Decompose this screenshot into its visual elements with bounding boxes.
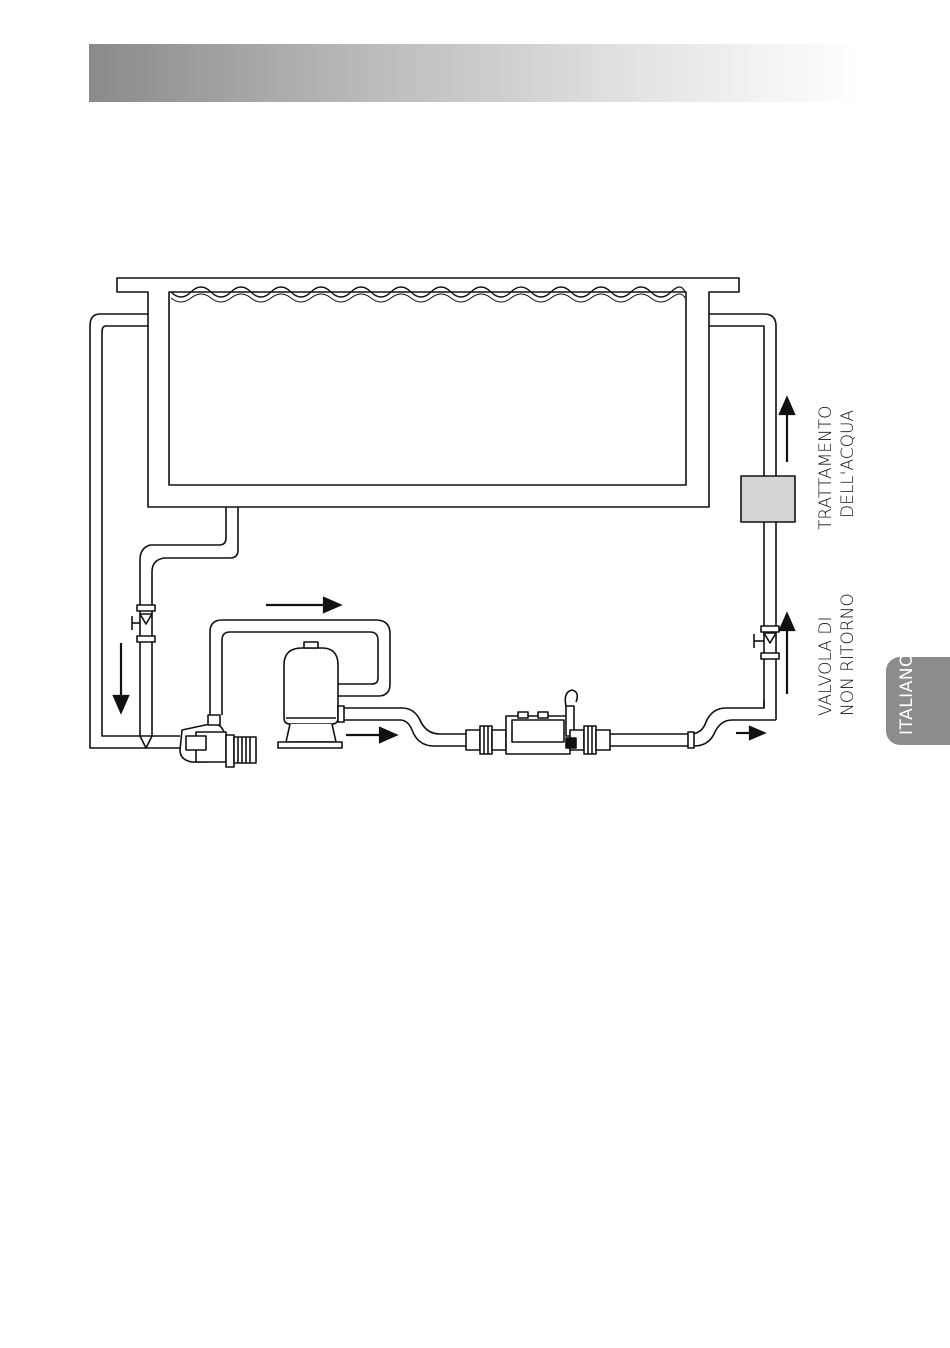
flow-arrow-up-valve (780, 614, 794, 694)
water-treatment-box (741, 476, 795, 522)
flow-arrow-right-outlet (736, 727, 764, 739)
filter-to-heater-pipe (338, 706, 466, 746)
water-treatment-label-line2: DELL'ACQUA (837, 406, 859, 531)
check-valve-label-line1: VALVOLA DI (815, 593, 837, 716)
junction (140, 736, 152, 748)
water-treatment-label-line1: TRATTAMENTO (815, 406, 837, 531)
sand-filter (278, 642, 342, 748)
flow-arrow-right-filter (346, 728, 396, 742)
language-tab-label: ITALIANO (897, 653, 917, 735)
heater-to-return-pipe (610, 700, 776, 748)
language-tab (886, 657, 950, 745)
heater-unit (466, 690, 610, 754)
flow-arrow-up-treatment (780, 398, 794, 462)
water-treatment-label: TRATTAMENTO DELL'ACQUA (815, 406, 859, 531)
flow-arrow-right-top (266, 598, 340, 612)
flow-arrow-down-left (114, 643, 128, 712)
pump (180, 715, 256, 767)
check-valve-label-line2: NON RITORNO (837, 593, 859, 716)
check-valve-label: VALVOLA DI NON RITORNO (815, 593, 859, 716)
pool-basin (117, 278, 739, 507)
